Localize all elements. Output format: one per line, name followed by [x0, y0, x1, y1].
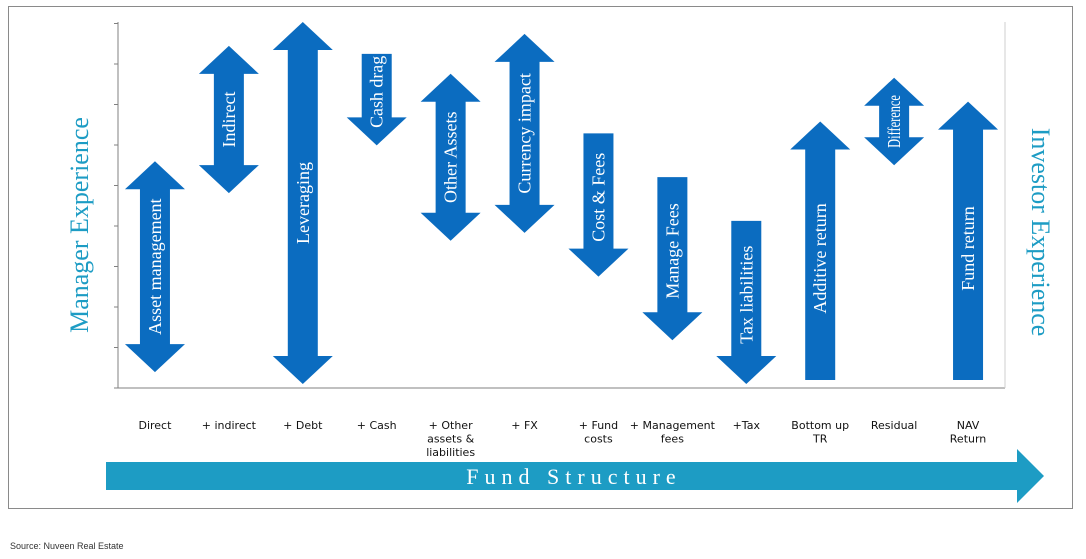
arrow-label: Other Assets	[441, 112, 461, 204]
arrow-3	[272, 22, 333, 385]
arrow-label: Difference	[884, 95, 904, 148]
arrow-4	[346, 53, 407, 146]
arrow-1	[124, 161, 185, 373]
category-label: +Tax	[733, 419, 761, 432]
arrow-label: Currency impact	[515, 73, 535, 193]
arrow-label: Fund return	[958, 206, 978, 290]
arrow-label: Cash drag	[367, 56, 387, 128]
arrow-10	[790, 121, 851, 381]
chart-frame	[8, 6, 1073, 509]
fund-structure-arrow	[106, 449, 1044, 503]
arrow-9	[716, 220, 777, 385]
fund-structure-label: Fund Structure	[466, 464, 681, 489]
arrow-6	[494, 33, 555, 233]
arrow-12	[938, 101, 999, 381]
arrow-label: Additive return	[810, 203, 830, 313]
arrow-label: Cost & Fees	[588, 153, 608, 242]
arrow-label: Asset management	[145, 198, 165, 334]
arrow-label: Tax liabilities	[736, 246, 756, 344]
arrow-label: Indirect	[219, 91, 239, 147]
category-label: + Debt	[283, 419, 323, 432]
category-label: + FX	[511, 419, 538, 432]
category-label: + Cash	[357, 419, 397, 432]
category-label: + indirect	[202, 419, 257, 432]
arrow-label: Manage Fees	[662, 203, 682, 298]
source-note: Source: Nuveen Real Estate	[10, 541, 124, 551]
arrow-5	[420, 73, 481, 241]
category-label: Direct	[138, 419, 172, 432]
manager-experience-label: Manager Experience	[65, 117, 94, 333]
arrow-label: Leveraging	[293, 162, 313, 244]
category-label: Residual	[871, 419, 917, 432]
arrow-2	[198, 45, 259, 194]
arrow-7	[568, 133, 629, 277]
investor-experience-label: Investor Experience	[1026, 128, 1055, 337]
arrow-8	[642, 177, 703, 341]
arrow-11	[864, 77, 925, 166]
